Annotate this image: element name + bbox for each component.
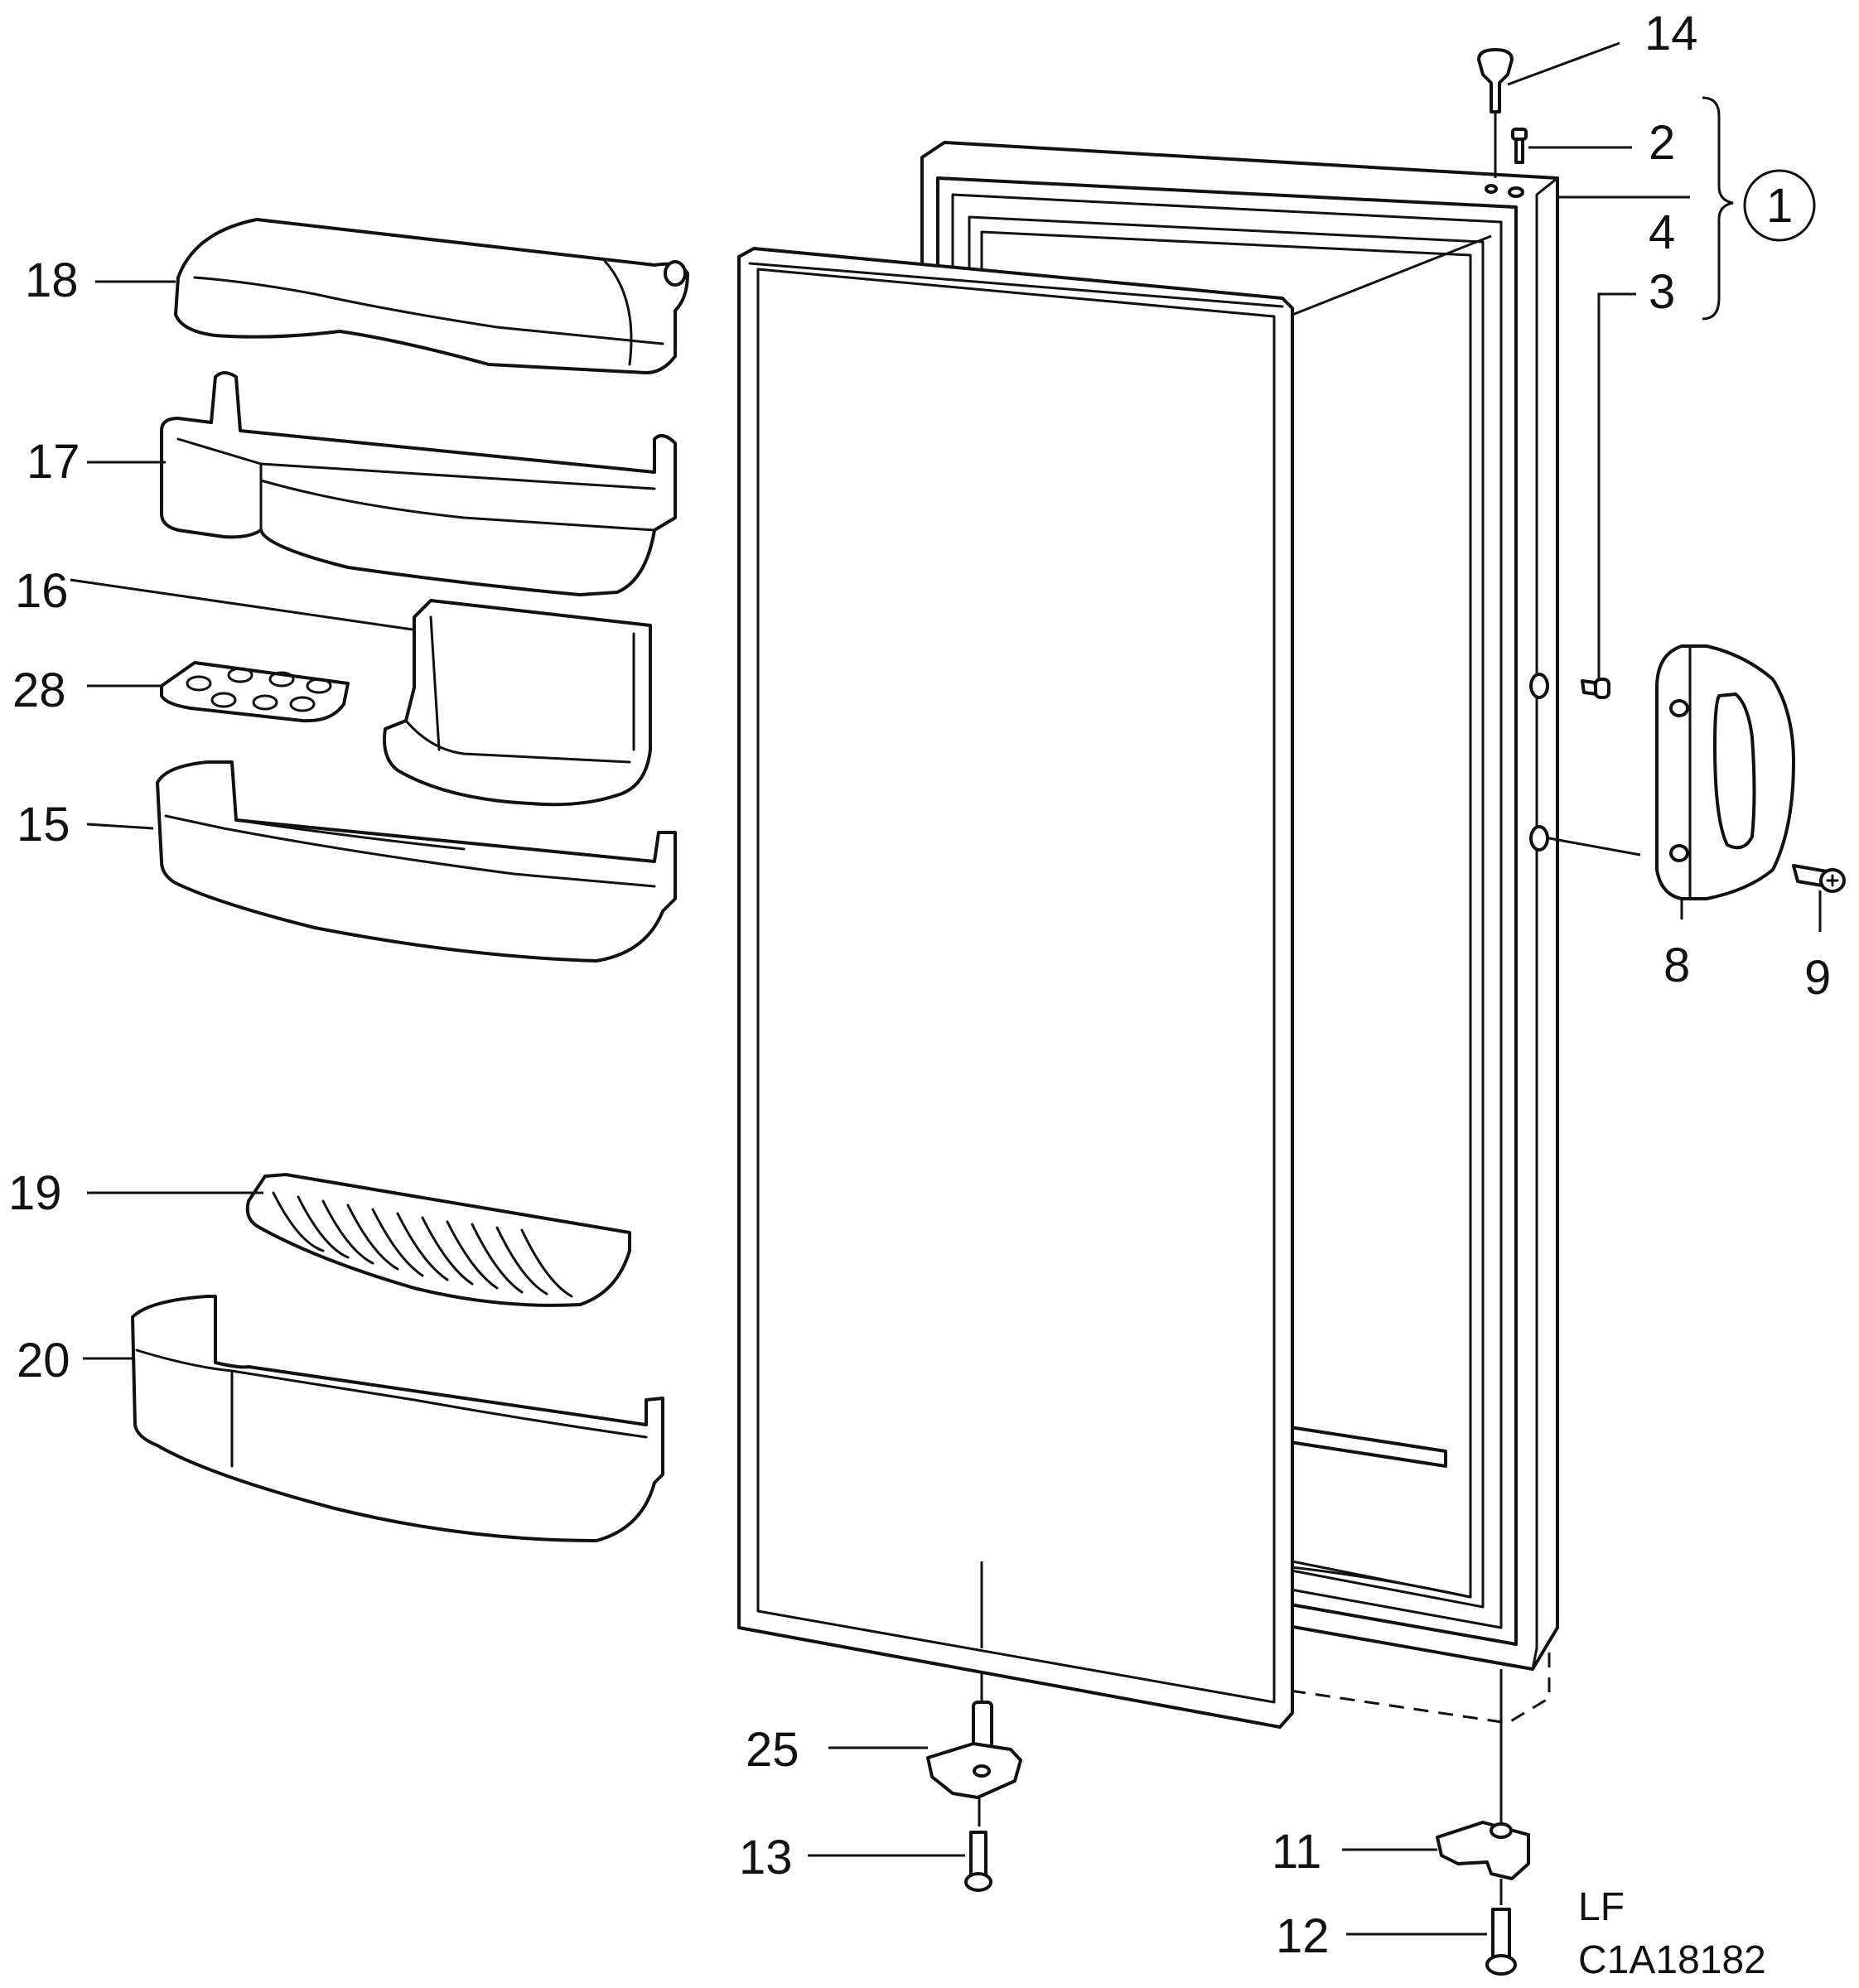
lower-hinge-block (1436, 1669, 1530, 1880)
label-11: 11 (1272, 1825, 1321, 1879)
label-16: 16 (15, 564, 69, 618)
assembly-brace (1702, 96, 1734, 321)
label-17: 17 (27, 435, 80, 489)
hinge-block-screw (1485, 1879, 1517, 1976)
label-15: 15 (17, 798, 70, 852)
handle-screw (1792, 864, 1846, 893)
assembly-callout-circle (1743, 169, 1816, 242)
label-20: 20 (17, 1334, 70, 1387)
bracket-screw (964, 1797, 992, 1892)
door-handle (1655, 644, 1795, 900)
middle-door-shelf (156, 760, 677, 963)
handle-hole-upper (1529, 673, 1549, 699)
egg-tray (160, 661, 350, 723)
label-28: 28 (12, 663, 66, 717)
leader-lines (70, 41, 1822, 1936)
label-3: 3 (1649, 265, 1675, 319)
label-13: 13 (739, 1831, 793, 1884)
handle-screw-small (1581, 678, 1610, 699)
label-19: 19 (8, 1166, 62, 1220)
label-2: 2 (1649, 116, 1675, 170)
lower-door-shelf (131, 1295, 664, 1542)
drawing-code-line2: C1A18182 (1578, 1938, 1766, 1982)
label-12: 12 (1276, 1909, 1330, 1963)
dairy-compartment-lid (174, 218, 689, 374)
label-8: 8 (1663, 939, 1690, 992)
lower-hinge-bracket (926, 1561, 1022, 1799)
door-gasket (737, 247, 1294, 1729)
label-9: 9 (1804, 951, 1831, 1005)
label-25: 25 (746, 1723, 799, 1777)
bottle-retainer (245, 1173, 631, 1307)
drawing-code-line1: LF (1578, 1885, 1625, 1929)
hinge-pin-cap (1477, 48, 1514, 178)
upper-door-shelf (160, 371, 677, 596)
callout-labels: 14 2 1 4 3 8 9 18 17 16 28 15 19 20 25 1… (8, 7, 1831, 1982)
label-14: 14 (1644, 7, 1698, 60)
top-hinge-screw (1511, 128, 1528, 164)
handle-hole-lower (1529, 825, 1549, 852)
label-4: 4 (1649, 205, 1675, 259)
small-bottle-holder (383, 599, 652, 807)
label-18: 18 (25, 253, 79, 307)
label-1: 1 (1766, 179, 1793, 233)
